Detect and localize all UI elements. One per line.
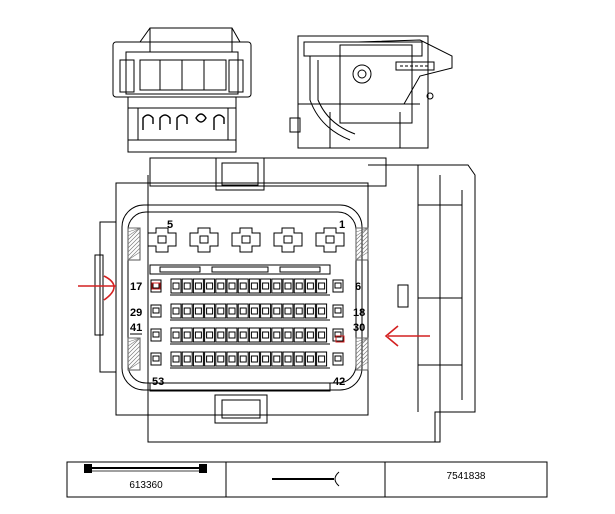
small-cavity — [316, 351, 328, 367]
small-cavity — [316, 303, 328, 319]
small-cavity — [237, 351, 249, 367]
small-cavity — [215, 278, 227, 294]
small-cavity — [204, 278, 216, 294]
small-cavity — [316, 278, 328, 294]
small-cavity — [237, 303, 249, 319]
edge-cavity — [150, 352, 162, 366]
small-cavity — [316, 327, 328, 343]
cavity-label-5: 5 — [167, 219, 173, 231]
cavity-label-41: 41 — [130, 322, 142, 334]
large-cavity — [147, 227, 177, 253]
small-cavity — [215, 327, 227, 343]
wire-seal-icon — [272, 471, 340, 487]
small-cavity — [282, 278, 294, 294]
large-cavity — [231, 227, 261, 253]
small-cavity — [282, 351, 294, 367]
highlighted-cavity-30 — [335, 335, 345, 343]
small-cavity — [293, 351, 305, 367]
edge-cavity — [150, 328, 162, 342]
small-cavity — [192, 327, 204, 343]
small-cavity — [170, 351, 182, 367]
arrow-right-icon — [78, 275, 116, 301]
small-cavity — [304, 303, 316, 319]
edge-cavity — [150, 304, 162, 318]
connector-side-view — [112, 27, 252, 153]
small-cavity — [181, 351, 193, 367]
large-cavity — [273, 227, 303, 253]
small-cavity — [271, 303, 283, 319]
cavity-label-17: 17 — [130, 281, 142, 293]
cavity-label-18: 18 — [353, 307, 365, 319]
small-cavity — [170, 303, 182, 319]
cavity-label-53: 53 — [152, 376, 164, 388]
small-cavity — [237, 327, 249, 343]
edge-cavity — [332, 304, 344, 318]
cavity-label-42: 42 — [333, 376, 345, 388]
small-cavity — [170, 327, 182, 343]
cavity-labels: 5 1 17 6 29 18 41 30 53 42 — [130, 219, 365, 388]
small-cavity — [226, 278, 238, 294]
small-cavity — [215, 351, 227, 367]
edge-cavity — [332, 352, 344, 366]
red-markers — [78, 275, 430, 347]
small-cavity — [293, 327, 305, 343]
large-cavity — [189, 227, 219, 253]
small-cavity — [181, 278, 193, 294]
small-cavity — [260, 327, 272, 343]
small-cavity — [271, 327, 283, 343]
highlighted-cavity-17 — [151, 282, 161, 290]
edge-cavity — [332, 328, 344, 342]
small-cavity — [192, 303, 204, 319]
small-cavity — [304, 327, 316, 343]
small-cavity — [293, 278, 305, 294]
small-cavity — [204, 327, 216, 343]
small-cavity — [181, 303, 193, 319]
small-cavity — [215, 303, 227, 319]
small-cavity — [271, 351, 283, 367]
small-cavity — [170, 278, 182, 294]
small-cavity — [248, 303, 260, 319]
small-cavity — [271, 278, 283, 294]
small-cavity — [226, 303, 238, 319]
large-cavity — [315, 227, 345, 253]
cavity-label-1: 1 — [339, 219, 345, 231]
connector-part-number: 7541838 — [447, 471, 486, 482]
connector-end-view — [289, 35, 453, 149]
small-cavity — [304, 278, 316, 294]
small-cavity — [248, 278, 260, 294]
small-cavity — [282, 327, 294, 343]
small-cavity — [260, 278, 272, 294]
small-cavity — [260, 303, 272, 319]
terminal-part-number: 613360 — [129, 480, 163, 491]
small-cavity — [260, 351, 272, 367]
cavity-label-29: 29 — [130, 307, 142, 319]
small-cavity — [237, 278, 249, 294]
parts-table: 613360 7541838 — [66, 461, 548, 498]
arrow-left-icon — [384, 325, 430, 347]
cable-terminal-icon — [84, 464, 207, 473]
edge-cavity — [332, 279, 344, 293]
connector-face-view — [94, 157, 476, 443]
small-cavity — [293, 303, 305, 319]
small-cavity — [192, 278, 204, 294]
small-cavity — [192, 351, 204, 367]
small-cavity — [304, 351, 316, 367]
small-cavity — [204, 351, 216, 367]
small-cavity — [204, 303, 216, 319]
small-cavity — [248, 351, 260, 367]
small-cavity — [248, 327, 260, 343]
small-cavity — [226, 351, 238, 367]
cavity-label-30: 30 — [353, 322, 365, 334]
small-cavity — [226, 327, 238, 343]
small-cavity — [282, 303, 294, 319]
cavity-label-6: 6 — [355, 281, 361, 293]
small-cavity — [181, 327, 193, 343]
